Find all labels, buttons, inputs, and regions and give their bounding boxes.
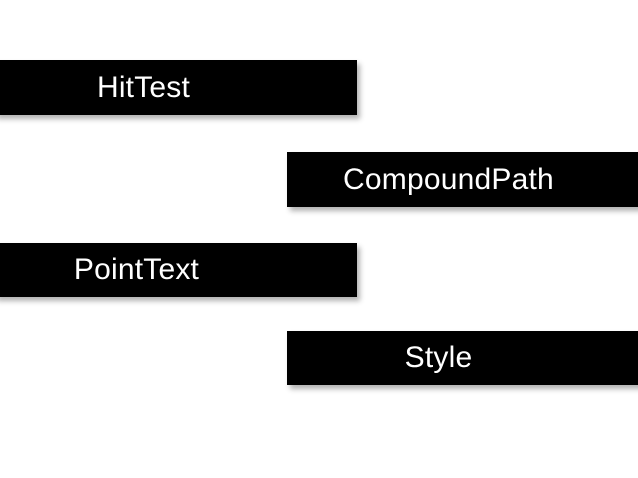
bar-label-pointtext: PointText	[73, 253, 200, 286]
bar-label-compoundpath: CompoundPath	[343, 162, 554, 196]
bar-label-hittest: HitTest	[96, 70, 191, 104]
bar-compoundpath[interactable]: CompoundPath	[287, 152, 638, 207]
bar-label-style: Style	[404, 341, 473, 374]
bar-style[interactable]: Style	[287, 331, 638, 385]
bar-pointtext[interactable]: PointText	[0, 243, 357, 297]
bar-hittest[interactable]: HitTest	[0, 60, 357, 115]
